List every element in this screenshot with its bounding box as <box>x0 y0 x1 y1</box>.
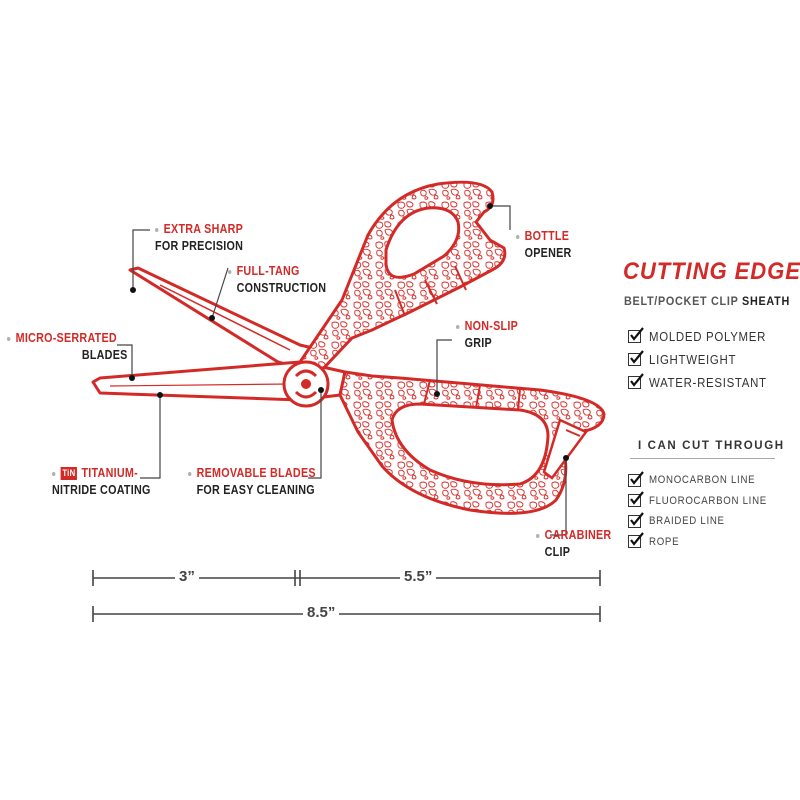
cut-item: MONOCARBON LINE <box>628 470 783 491</box>
feature-list: MOLDED POLYMER LIGHTWEIGHT WATER-RESISTA… <box>628 325 783 394</box>
cut-through-list: MONOCARBON LINE FLUOROCARBON LINE BRAIDE… <box>628 470 783 552</box>
callout-desc: CLIP <box>544 545 571 559</box>
callout-title: MICRO-SERRATED <box>15 331 117 345</box>
callout-extra-sharp: EXTRA SHARP FOR PRECISION <box>155 221 243 255</box>
checkmark-icon <box>628 350 644 366</box>
panel-subtitle-a: BELT/POCKET CLIP <box>624 294 739 308</box>
callout-carabiner: CARABINER CLIP <box>536 527 611 561</box>
callout-title: TITANIUM- <box>81 466 138 480</box>
callout-desc: CONSTRUCTION <box>236 281 327 295</box>
cut-label: FLUOROCARBON LINE <box>649 494 767 507</box>
dimension-lines <box>92 570 601 622</box>
callout-title: CARABINER <box>544 528 612 542</box>
cut-label: MONOCARBON LINE <box>649 474 756 487</box>
callout-desc: NITRIDE COATING <box>52 483 151 497</box>
dimension-total-length: 8.5” <box>303 604 340 621</box>
leader-dots <box>129 203 569 461</box>
feature-label: LIGHTWEIGHT <box>649 352 737 367</box>
pivot-hub <box>282 360 330 408</box>
cut-item: ROPE <box>628 532 783 553</box>
checkmark-icon <box>628 491 644 508</box>
callout-desc: FOR EASY CLEANING <box>196 483 315 497</box>
panel-subtitle-b: SHEATH <box>742 294 790 308</box>
callout-desc: GRIP <box>464 336 492 350</box>
panel-subtitle: BELT/POCKET CLIP SHEATH <box>624 294 790 308</box>
feature-item: MOLDED POLYMER <box>628 325 783 348</box>
callout-dot <box>228 269 232 274</box>
panel-title: CUTTING EDGE <box>623 258 800 285</box>
cut-label: BRAIDED LINE <box>649 515 725 528</box>
callout-dot <box>7 336 11 341</box>
checkmark-icon <box>628 373 644 389</box>
dimension-handle-length: 5.5” <box>400 568 437 585</box>
tin-badge: TiN <box>60 467 78 480</box>
callout-full-tang: FULL-TANG CONSTRUCTION <box>228 263 326 297</box>
dimension-blade-length: 3” <box>175 568 199 585</box>
callout-dot <box>456 324 460 329</box>
callout-dot <box>52 471 56 476</box>
checkmark-icon <box>628 471 644 487</box>
upper-handle <box>298 180 507 374</box>
callout-title: EXTRA SHARP <box>163 222 244 236</box>
callout-removable-blades: REMOVABLE BLADES FOR EASY CLEANING <box>188 465 316 499</box>
callout-desc: FOR PRECISION <box>155 239 244 253</box>
callout-dot <box>516 234 520 239</box>
callout-dot <box>536 533 540 538</box>
cut-label: ROPE <box>649 535 680 548</box>
cut-through-title: I CAN CUT THROUGH <box>638 440 785 452</box>
feature-label: WATER-RESISTANT <box>649 375 767 390</box>
callout-bottle-opener: BOTTLE OPENER <box>516 228 572 262</box>
callout-title: REMOVABLE BLADES <box>196 466 316 480</box>
checkmark-icon <box>628 512 644 528</box>
callout-dot <box>188 471 192 476</box>
callout-dot <box>155 227 159 232</box>
checkmark-icon <box>628 532 644 549</box>
leader-lines <box>117 205 567 536</box>
cut-item: FLUOROCARBON LINE <box>628 491 783 512</box>
lower-handle <box>338 370 606 515</box>
callout-desc: OPENER <box>524 246 572 260</box>
feature-item: WATER-RESISTANT <box>628 371 783 394</box>
feature-item: LIGHTWEIGHT <box>628 348 783 371</box>
callout-micro-serrated: MICRO-SERRATED BLADES <box>7 330 128 364</box>
callout-title: NON-SLIP <box>464 319 519 333</box>
checkmark-icon <box>628 327 644 343</box>
cut-item: BRAIDED LINE <box>628 511 783 532</box>
callout-title: BOTTLE <box>524 229 570 243</box>
divider <box>630 458 775 459</box>
feature-label: MOLDED POLYMER <box>649 329 767 344</box>
carabiner-clip <box>542 418 588 480</box>
callout-desc: BLADES <box>81 348 128 362</box>
callout-title: FULL-TANG <box>236 264 300 278</box>
callout-non-slip: NON-SLIP GRIP <box>456 318 518 352</box>
